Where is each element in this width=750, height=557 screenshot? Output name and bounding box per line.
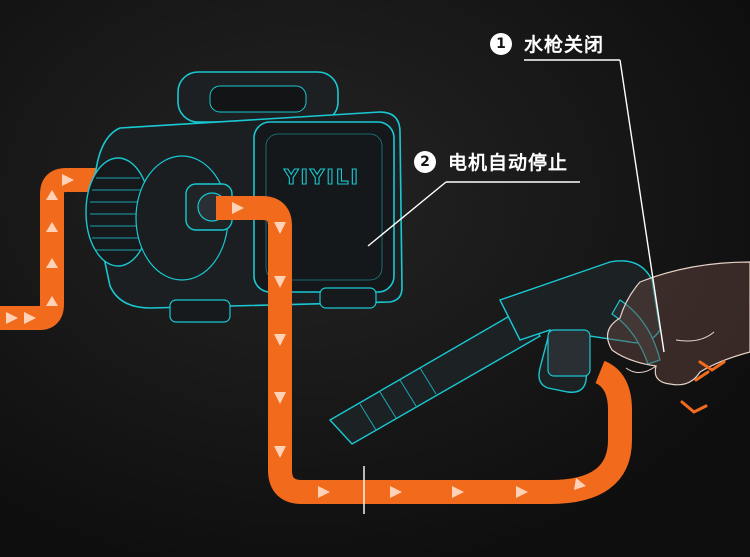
callout-1-number: 1 (490, 32, 512, 55)
release-motion-marks (680, 360, 726, 414)
callout-motor-stop: 2 电机自动停止 (414, 148, 568, 175)
brand-logo: YIYILI (283, 165, 360, 189)
spray-gun (328, 260, 661, 445)
callout-gun-closed: 1 水枪关闭 (490, 30, 604, 57)
outlet-flow-arrows (232, 202, 586, 498)
gun-lance (328, 309, 542, 445)
inlet-flow-arrows (6, 174, 74, 324)
leader-line-2 (367, 181, 447, 247)
gun-body (499, 260, 661, 393)
outlet-hose (216, 196, 632, 504)
callout-1-text: 水枪关闭 (524, 34, 605, 56)
callout-2-text: 电机自动停止 (448, 152, 569, 174)
leader-line-1 (619, 59, 665, 353)
leader-lines (363, 59, 665, 514)
gun-trigger (611, 299, 661, 365)
inlet-pipe (0, 168, 96, 330)
callout-2-number: 2 (414, 150, 436, 173)
